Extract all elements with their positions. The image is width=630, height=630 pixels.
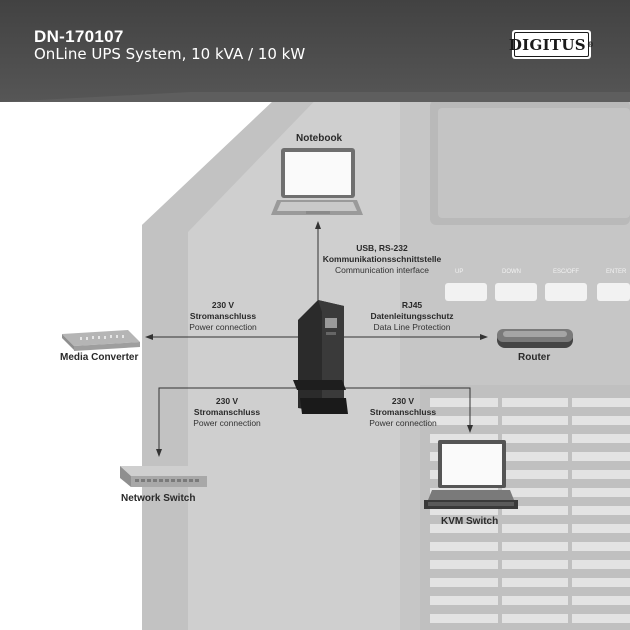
product-model: DN-170107: [34, 27, 124, 46]
router-connection-type: RJ45: [401, 300, 423, 310]
kvm-switch-connection-german: Stromanschluss: [369, 407, 437, 417]
kvm-switch-voltage: 230 V: [391, 396, 415, 406]
notebook-connection-english: Communication interface: [334, 265, 429, 275]
network-switch-connection-english: Power connection: [193, 418, 261, 428]
product-description: OnLine UPS System, 10 kVA / 10 kW: [34, 45, 306, 63]
notebook-connection-german: Kommunikationsschnittstelle: [322, 254, 442, 264]
network-switch-label: Network Switch: [121, 493, 196, 504]
panel-button-up: UP: [455, 269, 464, 275]
panel-button-enter: ENTER: [606, 269, 627, 275]
router-connection-english: Data Line Protection: [373, 322, 451, 332]
kvm-switch-connection-english: Power connection: [369, 418, 437, 428]
media-converter-label: Media Converter: [60, 352, 139, 363]
logo-text: DIGITUS: [508, 35, 586, 54]
digitus-logo: DIGITUS®: [508, 30, 594, 59]
notebook-connection-type: USB, RS-232: [356, 243, 408, 253]
router-label: Router: [518, 352, 551, 363]
network-switch-connection-german: Stromanschluss: [193, 407, 261, 417]
ups-display: [325, 318, 337, 328]
kvm-switch-label: KVM Switch: [441, 516, 499, 527]
network-switch-voltage: 230 V: [215, 396, 239, 406]
router-connection-label: RJ45 Datenleitungsschutz Data Line Prote…: [367, 300, 457, 333]
router-connection-german: Datenleitungsschutz: [370, 311, 454, 321]
media-converter-connection-label: 230 V Stromanschluss Power connection: [178, 300, 268, 333]
notebook-connection-label: USB, RS-232 Kommunikationsschnittstelle …: [322, 243, 442, 276]
notebook-label: Notebook: [296, 133, 343, 144]
media-converter-voltage: 230 V: [211, 300, 235, 310]
arrow-to-kvm-switch: [342, 387, 471, 428]
network-switch-connection-label: 230 V Stromanschluss Power connection: [182, 396, 272, 429]
media-converter-connection-german: Stromanschluss: [189, 311, 257, 321]
media-converter-connection-english: Power connection: [189, 322, 257, 332]
arrow-to-network-switch: [158, 387, 300, 452]
panel-button-esc-off: ESC/OFF: [553, 269, 580, 275]
kvm-switch-connection-label: 230 V Stromanschluss Power connection: [358, 396, 448, 429]
panel-button-down: DOWN: [502, 269, 521, 275]
